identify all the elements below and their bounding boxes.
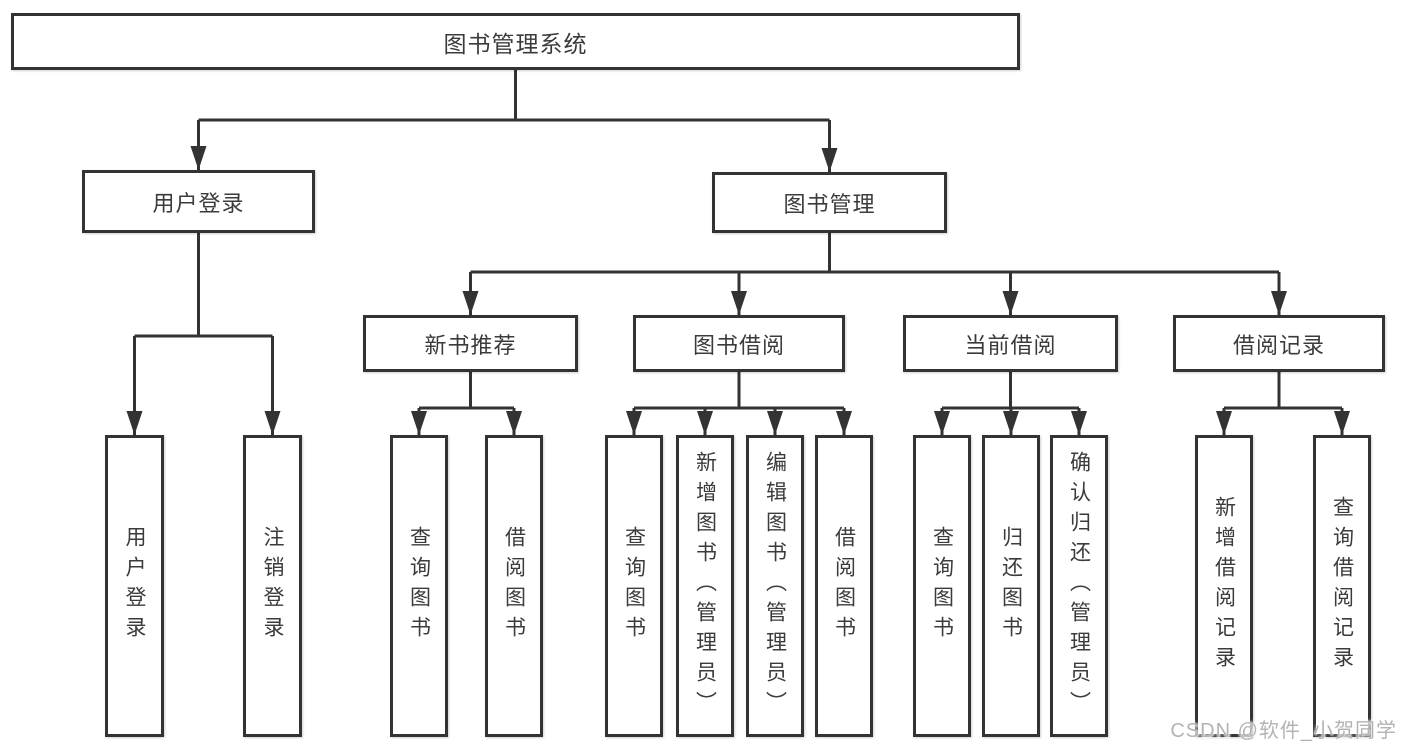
leaf-query-books-borrowing: 查询图书: [605, 435, 663, 737]
node-borrowing-records: 借阅记录: [1173, 315, 1385, 372]
csdn-watermark: CSDN @软件_小贺同学: [1170, 720, 1397, 742]
leaf-query-borrow-record: 查询借阅记录: [1313, 435, 1371, 737]
leaf-return-books: 归还图书: [982, 435, 1040, 737]
node-book-management: 图书管理: [712, 172, 947, 233]
leaf-query-books-current: 查询图书: [913, 435, 971, 737]
leaf-edit-books-admin: 编辑图书（管理员）: [746, 435, 804, 737]
leaf-add-books-admin: 新增图书（管理员）: [676, 435, 734, 737]
leaf-borrow-books-borrowing: 借阅图书: [815, 435, 873, 737]
leaf-add-borrow-record: 新增借阅记录: [1195, 435, 1253, 737]
leaf-logout: 注销登录: [243, 435, 302, 737]
node-book-borrowing: 图书借阅: [633, 315, 845, 372]
node-user-login: 用户登录: [82, 170, 315, 233]
leaf-user-login: 用户登录: [105, 435, 164, 737]
node-new-book-recommendation: 新书推荐: [363, 315, 578, 372]
node-library-management-system: 图书管理系统: [11, 13, 1020, 70]
leaf-query-books-recommend: 查询图书: [390, 435, 448, 737]
node-current-borrowing: 当前借阅: [903, 315, 1118, 372]
leaf-confirm-return-admin: 确认归还（管理员）: [1050, 435, 1108, 737]
leaf-borrow-books-recommend: 借阅图书: [485, 435, 543, 737]
